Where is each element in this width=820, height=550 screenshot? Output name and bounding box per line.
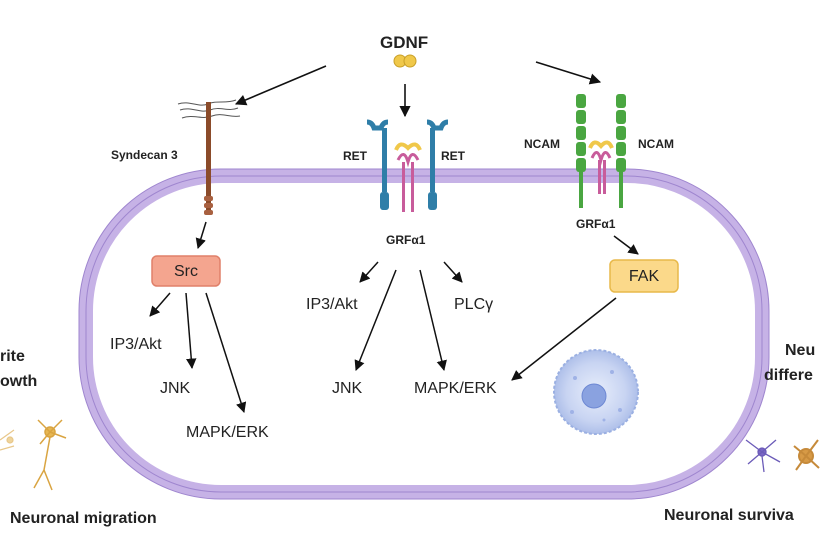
right-outcome: Neu differe Neuronal surviva xyxy=(664,342,820,524)
gdnf-ligand: GDNF xyxy=(380,33,428,68)
outcome-right-caption: Neuronal surviva xyxy=(664,507,794,524)
nucleus xyxy=(553,349,639,435)
ncam-complex: NCAM NCAM GRFα1 xyxy=(524,94,674,231)
ncam-right-label: NCAM xyxy=(638,137,674,151)
gdnf-arrows xyxy=(234,61,602,118)
neuron-icon xyxy=(0,429,15,451)
ret-left-label: RET xyxy=(343,149,368,163)
ret-complex: RET RET GRFα1 xyxy=(343,119,466,247)
syndecan-3-receptor: Syndecan 3 xyxy=(111,99,241,215)
left-ip3-akt: IP3/Akt xyxy=(110,336,162,353)
outcome-left-top: rite xyxy=(0,348,25,365)
center-plc-gamma: PLCγ xyxy=(454,296,493,313)
center-jnk: JNK xyxy=(332,380,363,397)
outcome-right-bottom: differe xyxy=(764,367,813,384)
src-box xyxy=(151,255,221,287)
arrow-to-ncam xyxy=(535,61,602,85)
neuron-icon xyxy=(33,419,67,491)
ret-right-head xyxy=(426,119,449,131)
center-ip3-akt: IP3/Akt xyxy=(306,296,358,313)
fak-box xyxy=(609,259,679,293)
gdnf-label: GDNF xyxy=(380,33,428,52)
syndecan-core-protein xyxy=(206,102,211,212)
neuron-icon xyxy=(745,439,781,473)
center-mapk-erk: MAPK/ERK xyxy=(414,380,497,397)
ret-right-label: RET xyxy=(441,149,466,163)
ret-pathways: IP3/Akt PLCγ JNK MAPK/ERK xyxy=(306,261,497,397)
src-pathways: IP3/Akt JNK MAPK/ERK xyxy=(110,292,269,441)
src-kinase: Src xyxy=(151,221,221,287)
cell-membrane xyxy=(78,168,770,500)
ret-left-head xyxy=(366,119,389,131)
neuron-icon xyxy=(793,439,820,471)
grfa1-center-label: GRFα1 xyxy=(386,233,426,247)
arrow-to-syndecan xyxy=(234,65,327,106)
src-label: Src xyxy=(174,263,198,280)
syndecan-label: Syndecan 3 xyxy=(111,148,178,162)
left-outcome: rite owth Neuronal migration xyxy=(0,348,157,527)
gdnf-dimer-right xyxy=(403,54,417,68)
fak-label: FAK xyxy=(629,268,660,285)
ncam-left-label: NCAM xyxy=(524,137,560,151)
fak-kinase: FAK xyxy=(511,235,679,381)
grfa1-right-label: GRFα1 xyxy=(576,217,616,231)
outcome-left-caption: Neuronal migration xyxy=(10,510,157,527)
outcome-right-top: Neu xyxy=(785,342,815,359)
outcome-left-bottom: owth xyxy=(0,373,37,390)
left-jnk: JNK xyxy=(160,380,191,397)
left-mapk-erk: MAPK/ERK xyxy=(186,424,269,441)
